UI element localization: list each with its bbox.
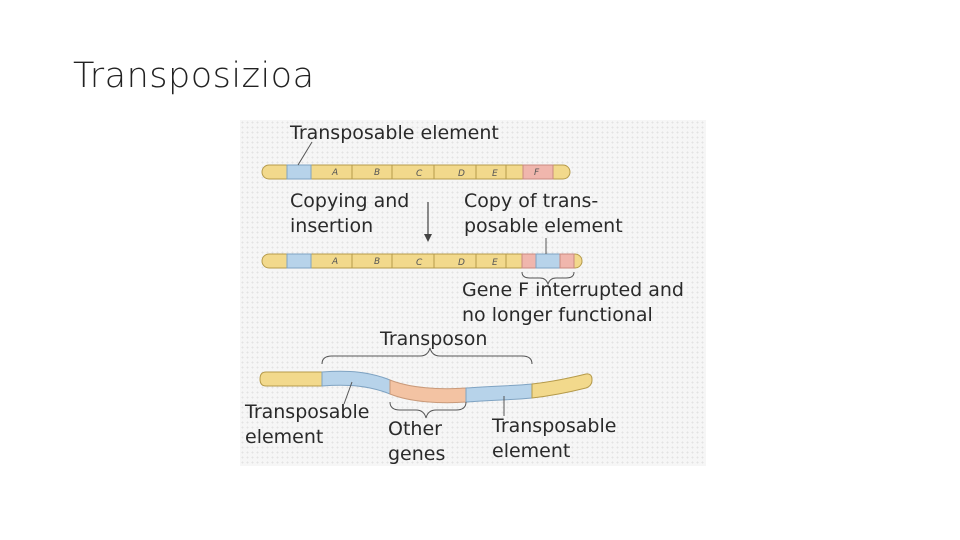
- label-copying-line1: Copying and: [290, 190, 410, 212]
- gene-letter: A: [331, 257, 338, 267]
- label-copying-line2: insertion: [290, 215, 374, 237]
- gene-f-bracket: [521, 271, 575, 286]
- gene-letter: F: [534, 168, 540, 178]
- transposable-element-segment: [286, 253, 312, 269]
- label-te-left-line1: Transposable: [245, 401, 370, 423]
- label-gene-f-line2: no longer functional: [462, 304, 653, 326]
- label-te-left-line2: element: [245, 426, 324, 448]
- gene-letter: C: [416, 258, 423, 268]
- gene-letter: E: [492, 258, 498, 268]
- dna-right: [531, 373, 593, 399]
- gene-f-part-right: [559, 253, 575, 269]
- chromosome-top: A B C D E F: [261, 141, 571, 180]
- dna-strand: [261, 253, 583, 269]
- gene-letter: A: [331, 168, 338, 178]
- dna-left: [259, 371, 323, 387]
- transposable-element-left: [321, 370, 391, 395]
- transposon-brace: [321, 347, 533, 365]
- other-genes-bracket: [389, 401, 467, 419]
- gene-f-segment: [522, 164, 554, 180]
- gene-f-part-left: [521, 253, 537, 269]
- transposable-element-right: [465, 383, 533, 403]
- gene-letter: E: [492, 169, 498, 179]
- label-transposon: Transposon: [380, 328, 488, 350]
- chromosome-bottom: [259, 370, 593, 419]
- label-te-right-line1: Transposable: [492, 415, 617, 437]
- label-transposable-element-top: Transposable element: [290, 122, 499, 144]
- gene-letter: B: [374, 257, 380, 267]
- gene-letter: C: [416, 169, 423, 179]
- label-other-genes-line2: genes: [388, 443, 446, 465]
- dna-strand: [261, 164, 571, 180]
- diagram-graphics: A B C D E F: [259, 141, 593, 419]
- transposition-diagram: A B C D E F: [240, 120, 706, 466]
- transposable-element-segment: [286, 164, 312, 180]
- other-genes-segment: [389, 379, 467, 404]
- label-copy-line1: Copy of trans-: [464, 190, 599, 212]
- label-pointer: [297, 141, 313, 166]
- gene-letter: D: [458, 169, 465, 179]
- label-gene-f-line1: Gene F interrupted and: [462, 279, 684, 301]
- left-te-pointer: [343, 381, 353, 405]
- label-copy-line2: posable element: [464, 215, 623, 237]
- gene-letter: D: [458, 258, 465, 268]
- transposable-element-copy: [535, 253, 561, 269]
- label-te-right-line2: element: [492, 440, 571, 462]
- copying-arrow: [424, 202, 432, 242]
- gene-letter: B: [374, 168, 380, 178]
- slide-title: Transposizioa: [73, 56, 315, 96]
- chromosome-middle: A B C D E: [261, 238, 583, 286]
- label-other-genes-line1: Other: [388, 418, 442, 440]
